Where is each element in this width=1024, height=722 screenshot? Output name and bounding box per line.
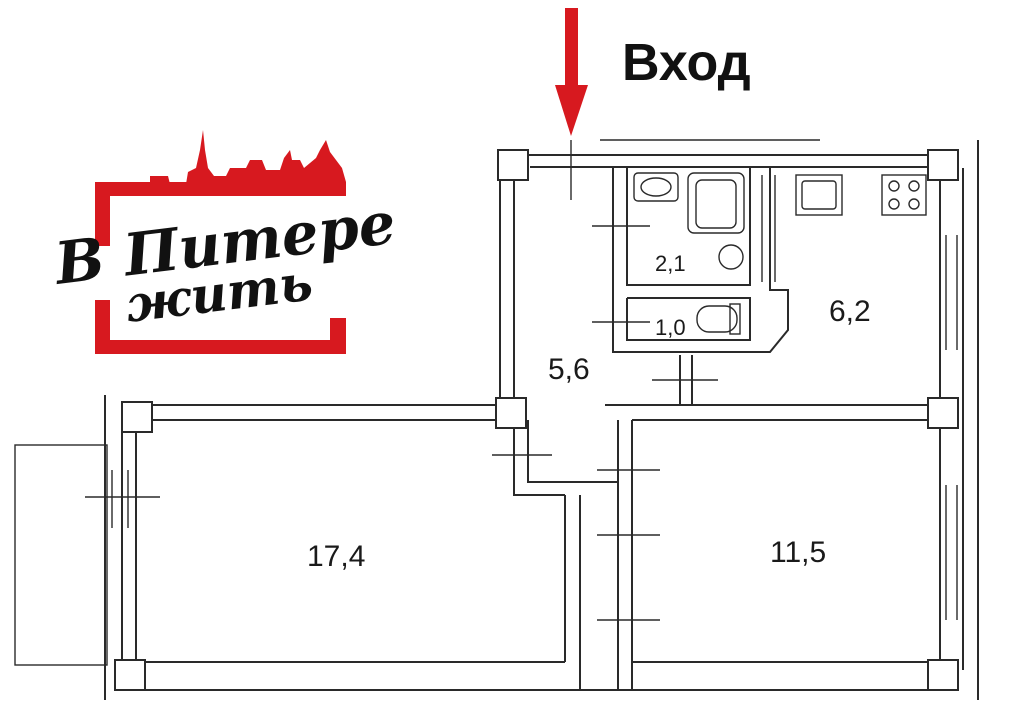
stove-icon — [881, 174, 927, 216]
room-area-room-right: 11,5 — [770, 536, 826, 569]
entrance-marker: Вход — [555, 8, 751, 136]
logo-frame-bottom — [95, 300, 346, 354]
room-labels: 2,1 1,0 5,6 6,2 17,4 11,5 — [307, 251, 871, 573]
entrance-label: Вход — [622, 34, 751, 92]
kitchen-sink-icon — [795, 174, 843, 216]
toilet-icon — [696, 305, 738, 333]
room-area-bathroom: 2,1 — [655, 251, 686, 276]
entrance-arrow-head — [555, 85, 588, 136]
room-area-toilet: 1,0 — [655, 315, 686, 340]
logo-frame-top — [95, 182, 346, 246]
logo-skyline — [95, 130, 346, 188]
columns — [114, 149, 959, 691]
sink-icon — [718, 244, 744, 270]
room-area-kitchen: 6,2 — [829, 295, 871, 328]
logo: В Питере жить — [49, 130, 399, 354]
room-area-hallway: 5,6 — [548, 353, 590, 386]
room-area-room-left: 17,4 — [307, 540, 365, 573]
entrance-arrow-shaft — [565, 8, 578, 88]
walls — [14, 139, 979, 700]
bathtub-icon — [687, 172, 745, 234]
bath-fixtures — [633, 172, 745, 335]
washing-machine-icon — [633, 172, 679, 202]
kitchen-fixtures — [795, 174, 927, 216]
